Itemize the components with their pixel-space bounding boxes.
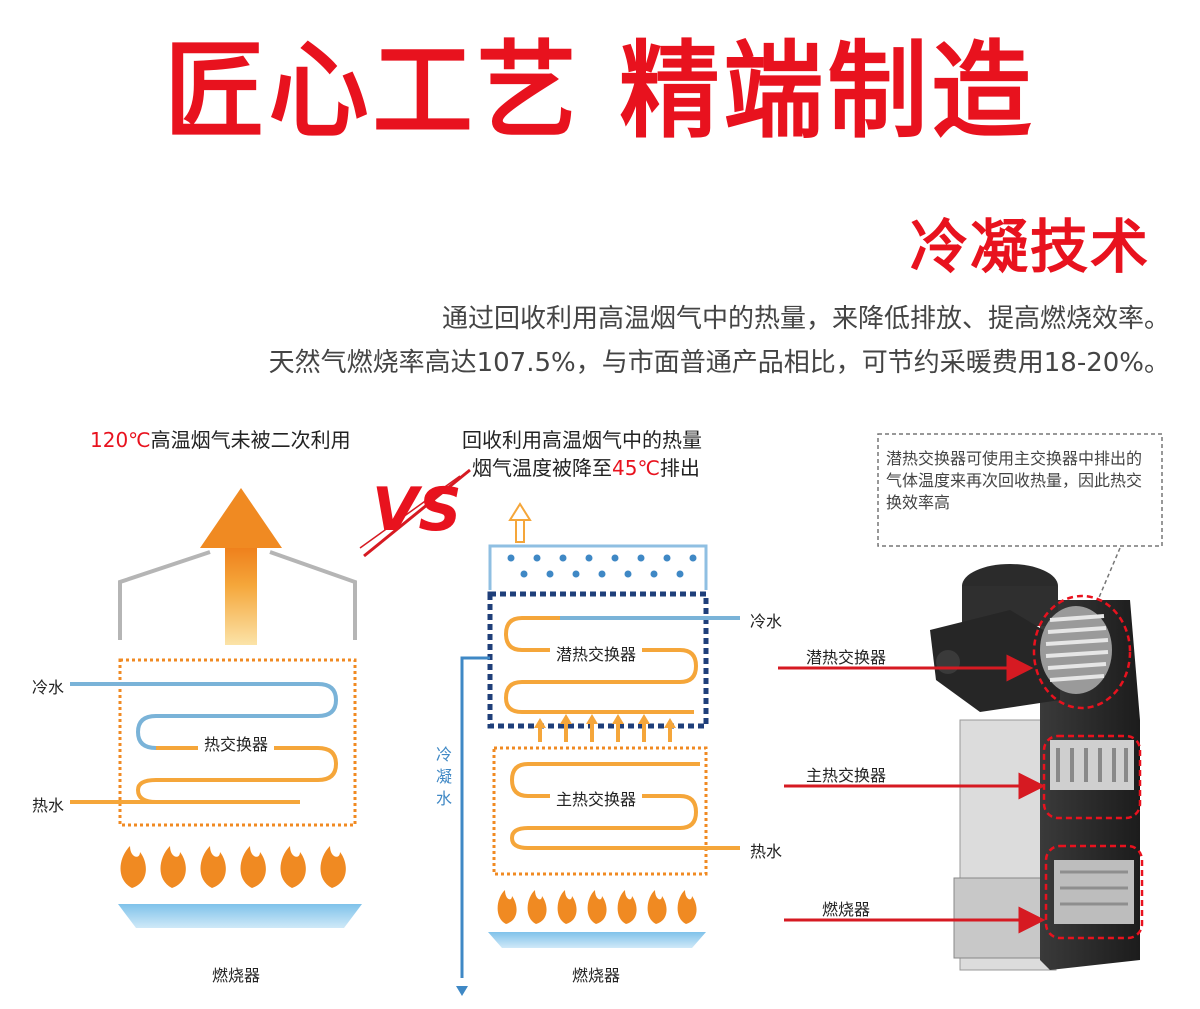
left-caption-temp: 120℃ bbox=[90, 428, 151, 452]
burner-highlight bbox=[1044, 844, 1144, 940]
left-hot-water-label: 热水 bbox=[32, 796, 65, 815]
left-cold-water-label: 冷水 bbox=[32, 678, 65, 697]
vs-mark: VS bbox=[359, 468, 471, 558]
middle-caption-post: 排出 bbox=[659, 456, 700, 480]
middle-burner-plate bbox=[488, 932, 706, 948]
left-exhaust-arrow bbox=[200, 488, 282, 645]
left-exchanger-label: 热交换器 bbox=[198, 731, 275, 755]
note-box bbox=[877, 433, 1163, 547]
middle-cold-water-label: 冷水 bbox=[750, 612, 783, 631]
middle-main-label: 主热交换器 bbox=[550, 786, 643, 810]
middle-main-coil bbox=[509, 762, 740, 850]
middle-droplets bbox=[507, 554, 697, 578]
right-burner-label: 燃烧器 bbox=[822, 900, 871, 919]
left-diagram bbox=[70, 488, 362, 928]
vs-text: VS bbox=[372, 475, 462, 545]
middle-exhaust-arrow bbox=[508, 502, 532, 543]
middle-latent-coil bbox=[503, 616, 740, 714]
middle-caption-temp: 45℃ bbox=[612, 456, 660, 480]
note-text: 潜热交换器可使用主交换器中排出的气体温度来再次回收热量，因此热交换效率高 bbox=[886, 449, 1143, 512]
condensate-arrowhead bbox=[456, 986, 468, 996]
left-hot-pipe bbox=[70, 746, 339, 804]
middle-caption-line-1: 回收利用高温烟气中的热量 bbox=[462, 428, 702, 452]
left-hood bbox=[118, 550, 357, 640]
right-diagram bbox=[778, 433, 1163, 971]
middle-caption-pre: 烟气温度被降至 bbox=[472, 456, 612, 480]
condensate-label: 冷凝水 bbox=[436, 745, 453, 808]
latent-highlight bbox=[1032, 594, 1132, 710]
middle-hot-water-label: 热水 bbox=[750, 842, 783, 861]
middle-latent-box bbox=[487, 591, 709, 729]
middle-flames bbox=[497, 890, 697, 924]
middle-main-box bbox=[492, 746, 708, 876]
middle-burner-label: 燃烧器 bbox=[572, 966, 621, 985]
middle-diagram bbox=[456, 502, 740, 996]
middle-heat-arrows bbox=[534, 714, 676, 742]
left-caption-text: 高温烟气未被二次利用 bbox=[150, 428, 351, 452]
left-burner-label: 燃烧器 bbox=[212, 966, 261, 985]
middle-outer-line bbox=[488, 544, 708, 590]
section-subtitle: 冷凝技术 bbox=[909, 213, 1150, 281]
left-caption: 120℃高温烟气未被二次利用 bbox=[90, 424, 351, 453]
middle-caption-line-2: 烟气温度被降至45℃排出 bbox=[472, 452, 700, 481]
middle-latent-label: 潜热交换器 bbox=[550, 641, 643, 665]
condensate-pipe bbox=[460, 656, 490, 978]
description-line-2: 天然气燃烧率高达107.5%，与市面普通产品相比，可节约采暖费用18-20%。 bbox=[268, 348, 1170, 378]
left-exchanger-box bbox=[118, 658, 357, 827]
right-main-label: 主热交换器 bbox=[806, 766, 887, 785]
left-burner-plate bbox=[118, 904, 362, 928]
headline: 匠心工艺 精端制造 bbox=[164, 30, 1036, 153]
heater-device bbox=[930, 564, 1140, 971]
left-flames bbox=[120, 846, 346, 888]
description-line-1: 通过回收利用高温烟气中的热量，来降低排放、提高燃烧效率。 bbox=[441, 304, 1170, 334]
left-cold-pipe bbox=[70, 682, 339, 750]
right-latent-label: 潜热交换器 bbox=[806, 648, 887, 667]
